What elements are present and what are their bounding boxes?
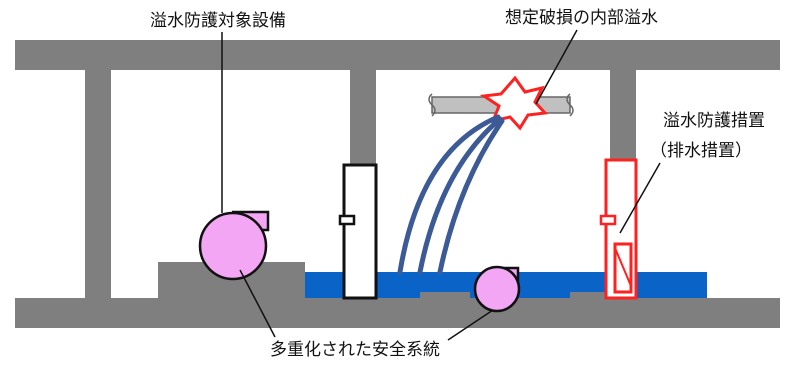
leader-redundant-left (239, 269, 276, 338)
pipe-cut-left (428, 93, 436, 117)
label-protection-measure: 溢水防護措置 (663, 111, 765, 131)
column-right (610, 70, 636, 160)
leader-redundant-right (447, 309, 494, 341)
leader-protection-measure (619, 162, 661, 234)
column-center (350, 70, 376, 165)
ceiling-slab (15, 40, 780, 70)
floor-bump-2 (570, 292, 610, 298)
column-left (85, 70, 111, 298)
spray-jet-3 (437, 118, 505, 275)
label-protected-equipment: 溢水防護対象設備 (150, 11, 286, 31)
drain-slash (614, 247, 632, 287)
leader-assumed-break (535, 29, 578, 105)
spray-jet-1 (397, 114, 501, 275)
drainage-measure-icon (599, 158, 638, 300)
floor-slab (15, 298, 780, 328)
drain-box (613, 242, 633, 294)
pump-casing-small (473, 265, 521, 313)
pipe-cut-right (566, 93, 574, 117)
measure-handle (599, 214, 617, 226)
floor-bump-1 (420, 292, 470, 298)
spray-jet-2 (417, 116, 503, 275)
label-drainage-measure: （排水措置） (650, 141, 752, 161)
label-assumed-break: 想定破損の内部溢水 (505, 8, 658, 28)
door-handle (338, 214, 356, 226)
label-redundant-systems: 多重化された安全系統 (270, 340, 440, 360)
water-spray (397, 114, 505, 275)
pump-icon (198, 210, 270, 281)
redundant-pump-icon (473, 265, 521, 313)
pump-casing-large (198, 211, 268, 281)
watertight-door-icon (338, 163, 378, 300)
leader-lines (221, 29, 661, 341)
building-structure (15, 40, 780, 328)
door-frame (342, 163, 378, 300)
